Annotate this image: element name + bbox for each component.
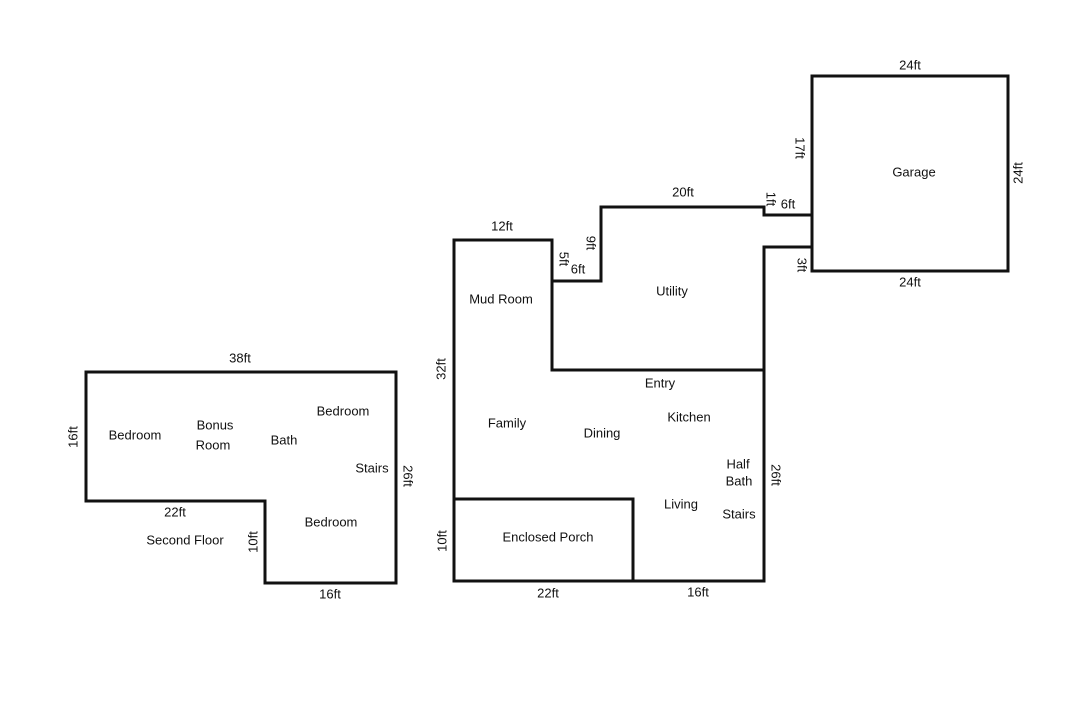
room-utility: Utility: [656, 283, 688, 298]
dim-garage-left: 17ft: [793, 137, 808, 159]
dim-first-floor-left-upper: 32ft: [433, 358, 448, 380]
room-bedroom-north: Bedroom: [317, 403, 370, 418]
dim-second-floor-top: 38ft: [229, 350, 251, 365]
room-half-bath-line2: Bath: [726, 473, 753, 488]
room-living: Living: [664, 496, 698, 511]
dim-garage-link-3: 3ft: [795, 258, 810, 273]
dim-second-floor-inner-bottom: 22ft: [164, 504, 186, 519]
room-stairs-second-floor: Stairs: [355, 460, 389, 475]
dim-first-floor-right: 26ft: [769, 464, 784, 486]
room-stairs-first-floor: Stairs: [722, 506, 756, 521]
dim-garage-link-6: 6ft: [781, 196, 796, 211]
dim-step-6: 6ft: [571, 261, 586, 276]
second-floor-caption: Second Floor: [146, 532, 224, 547]
room-enclosed-porch: Enclosed Porch: [502, 529, 593, 544]
room-dining: Dining: [584, 425, 621, 440]
dim-second-floor-inner-step: 10ft: [245, 531, 260, 553]
room-bonus-room-line2: Room: [196, 437, 231, 452]
dim-garage-bottom: 24ft: [899, 274, 921, 289]
room-garage: Garage: [892, 164, 935, 179]
dim-step-5: 5ft: [557, 252, 572, 267]
enclosed-porch-wall: [452, 497, 635, 583]
dim-second-floor-bottom: 16ft: [319, 586, 341, 601]
second-floor-outline: [84, 370, 398, 585]
dim-step-9: 9ft: [584, 236, 599, 251]
garage-outline: [810, 74, 1010, 273]
room-bonus-room-line1: Bonus: [197, 417, 234, 432]
dim-garage-right: 24ft: [1010, 162, 1025, 184]
dim-first-floor-bottom-porch: 22ft: [537, 585, 559, 600]
dim-garage-top: 24ft: [899, 57, 921, 72]
dim-utility-top: 20ft: [672, 184, 694, 199]
dim-second-floor-right: 26ft: [401, 465, 416, 487]
room-family: Family: [488, 415, 527, 430]
room-mud-room: Mud Room: [469, 291, 533, 306]
dim-mud-room-top: 12ft: [491, 218, 513, 233]
dim-first-floor-left-lower: 10ft: [434, 530, 449, 552]
utility-interior-wall: [550, 279, 766, 372]
room-bath: Bath: [271, 432, 298, 447]
room-kitchen: Kitchen: [667, 409, 710, 424]
room-bedroom-south: Bedroom: [305, 514, 358, 529]
dim-garage-link-1: 1ft: [764, 192, 779, 207]
dim-first-floor-bottom-right: 16ft: [687, 584, 709, 599]
room-half-bath-line1: Half: [726, 456, 750, 471]
room-entry: Entry: [645, 375, 676, 390]
dim-second-floor-left: 16ft: [65, 426, 80, 448]
room-bedroom-west: Bedroom: [109, 427, 162, 442]
